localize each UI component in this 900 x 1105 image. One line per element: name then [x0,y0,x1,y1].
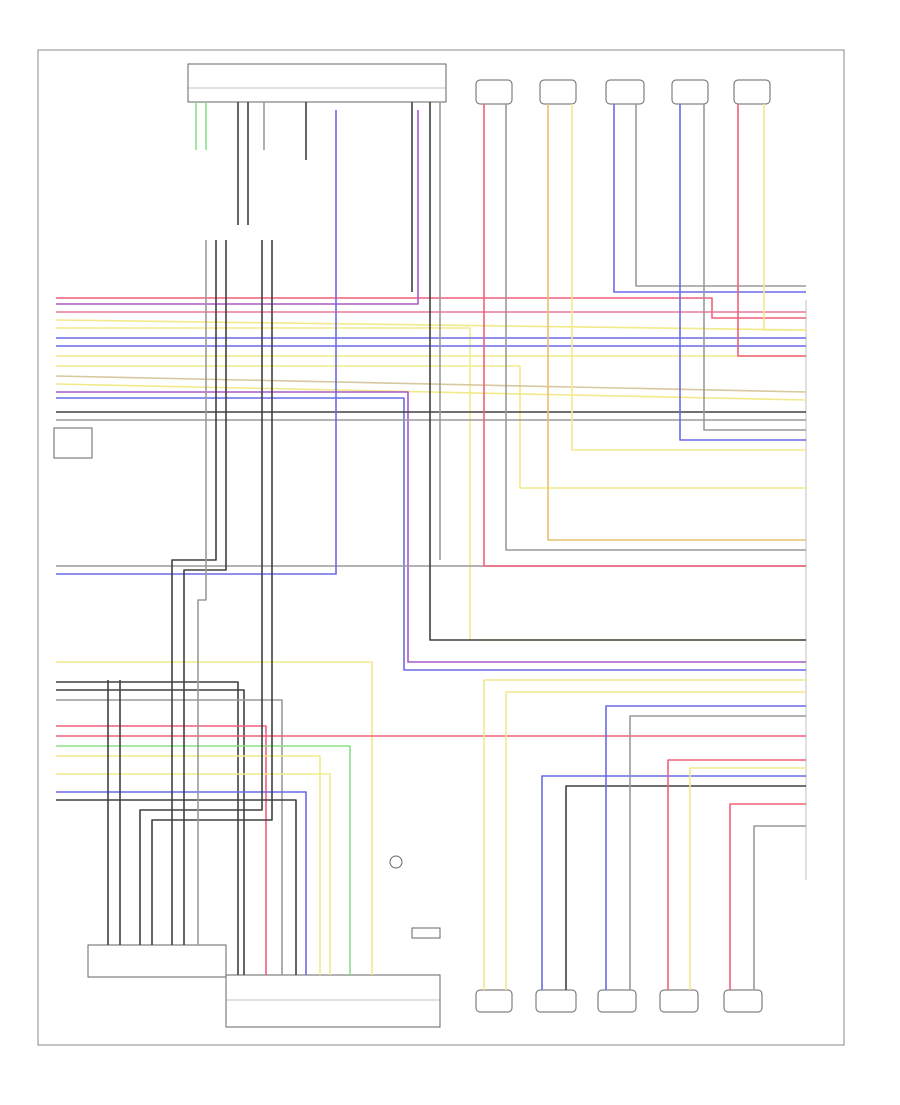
bottom-module-connector [225,974,441,1028]
wire-black-63 [429,102,806,641]
bottom-speakers [475,989,763,1013]
small-connector [411,927,441,939]
wire-red-36 [483,104,806,567]
top-module-connector [187,63,447,103]
wire-yellow-9 [56,365,806,489]
wire-yellow-4 [55,319,807,331]
wire-gray-55 [753,825,806,990]
wire-yellow-47 [505,691,806,990]
wire-yellow-18 [56,661,373,975]
wire-group [55,102,807,990]
wire-blue-13 [56,397,806,671]
speaker-bottom-2 [535,989,577,1013]
wire-black-34 [183,240,227,945]
wire-orange-38 [547,104,806,541]
speaker-top-1 [475,79,513,105]
wire-red-52 [667,759,806,990]
wire-red-22 [56,725,267,975]
speaker-top-2 [539,79,577,105]
wire-blue-27 [56,791,307,975]
wire-yellow-39 [571,104,806,451]
wire-blue-40 [613,104,806,293]
wire-yellow-11 [55,383,807,401]
wire-gray-43 [703,104,806,431]
speaker-bottom-1 [475,989,513,1013]
wire-gray-41 [635,104,806,287]
wire-red-54 [729,803,806,990]
wire-yellow-25 [56,755,321,975]
speaker-bottom-3 [597,989,637,1013]
wire-yellow-53 [689,767,806,990]
wire-black-20 [56,689,245,975]
wire-purple-2 [56,110,419,305]
wire-yellow-45 [763,104,806,331]
wire-blue-42 [679,104,806,441]
ground-point [389,855,403,869]
wire-yellow-26 [56,773,331,975]
wire-black-19 [56,681,239,975]
wire-red-1 [56,297,806,319]
wire-yellow-46 [483,679,806,990]
left-module-connector [87,944,227,978]
wire-tan-10 [55,375,807,393]
wire-black-32 [151,240,273,945]
wire-gray-37 [505,104,806,551]
speaker-bottom-5 [723,989,763,1013]
left-switch-box [53,427,93,459]
wire-blue-48 [541,775,806,990]
wire-black-31 [139,240,263,945]
wire-blue-50 [605,705,806,990]
wire-yellow-5 [56,327,806,641]
wire-gray-21 [56,699,283,975]
wire-purple-12 [56,391,806,663]
wire-black-49 [565,785,806,990]
wire-red-44 [737,104,806,357]
wire-blue-17 [56,110,337,575]
wire-black-33 [171,240,217,945]
speaker-top-5 [733,79,771,105]
top-speakers [475,79,771,105]
wire-green-24 [56,745,351,975]
speaker-bottom-4 [659,989,699,1013]
wire-gray-51 [629,715,806,990]
speaker-top-3 [605,79,645,105]
wire-black-28 [56,799,297,975]
wire-gray-35 [197,240,207,945]
speaker-top-4 [671,79,709,105]
diagram-frame [37,49,845,1046]
